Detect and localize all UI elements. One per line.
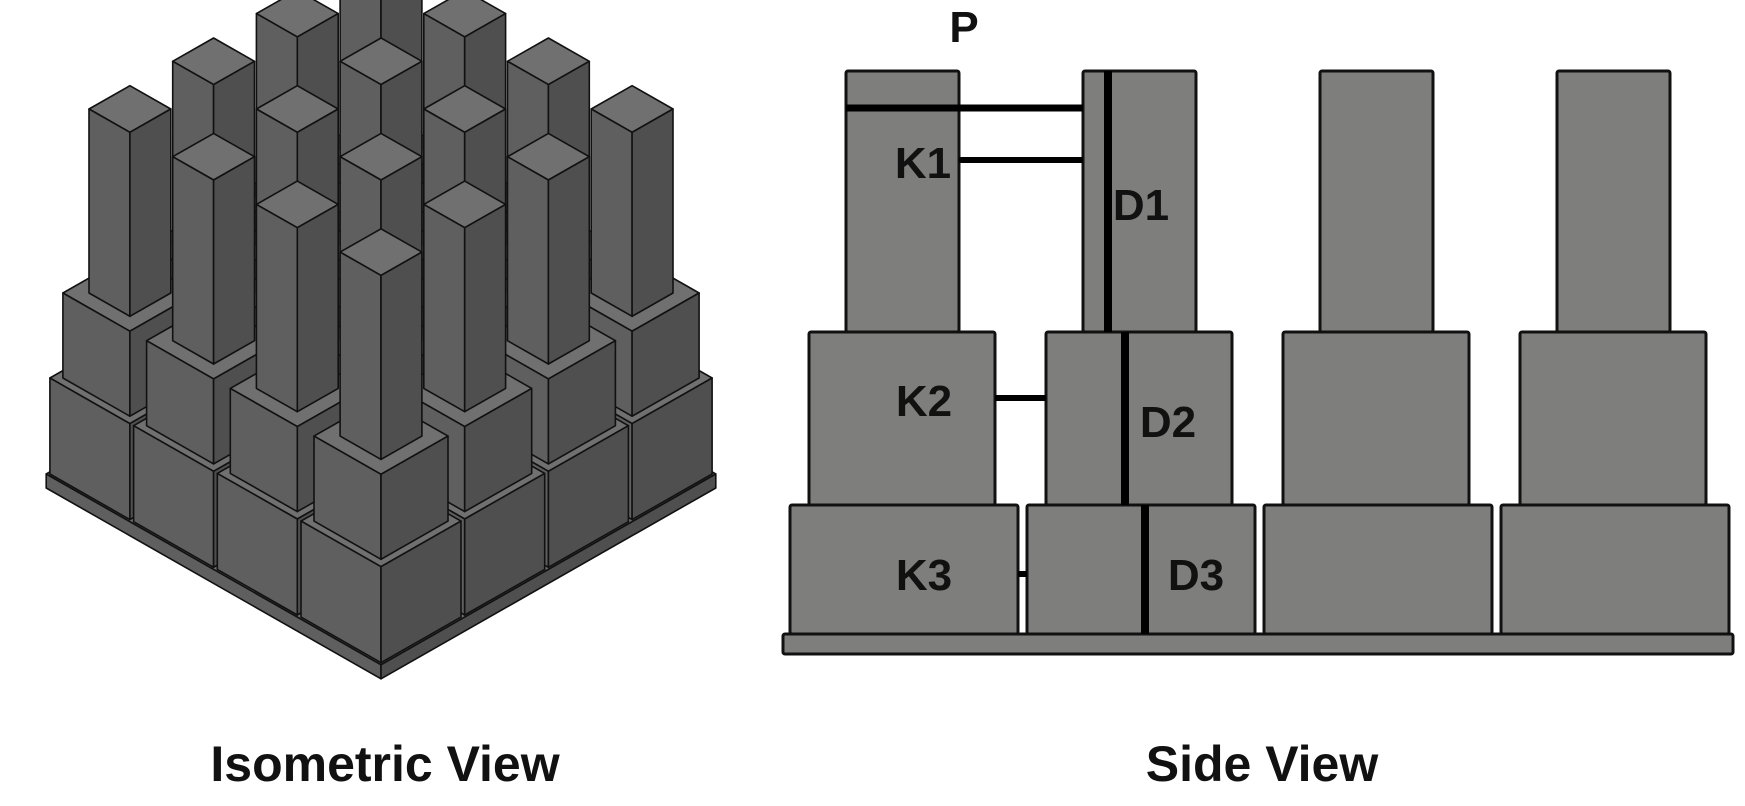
label-d3: D3 — [1168, 551, 1224, 600]
iso-tower-4-1-top-column-left — [590, 108, 633, 318]
tower-4-middle-tier — [1518, 330, 1708, 507]
iso-tower-4-3-middle-tier-right — [463, 387, 533, 513]
label-d1: D1 — [1113, 181, 1169, 230]
iso-tower-4-4-middle-tier-right — [380, 435, 449, 561]
iso-tower-3-4-top-column-left — [255, 203, 299, 413]
base-plate — [781, 632, 1735, 656]
iso-tower-4-4-top-column-left — [339, 251, 382, 461]
iso-tower-4-3-top-column-right — [463, 203, 507, 413]
iso-tower-4-1-middle-tier-right — [631, 292, 700, 418]
isometric-view — [45, 0, 717, 680]
iso-tower-4-3-top-column-left — [422, 203, 466, 413]
iso-tower-4-4-bottom-tier-right — [380, 520, 462, 664]
caption-isometric: Isometric View — [210, 736, 559, 792]
iso-tower-1-4-top-column-right — [129, 108, 172, 318]
iso-tower-1-4-top-column-left — [88, 108, 131, 318]
iso-tower-4-4-top-column-right — [380, 251, 423, 461]
label-p: P — [949, 3, 978, 52]
label-d2: D2 — [1140, 398, 1196, 447]
tower-3-middle-tier — [1281, 330, 1471, 507]
tower-3-top-column — [1318, 69, 1435, 334]
iso-tower-4-2-bottom-tier-right — [547, 424, 630, 569]
iso-tower-3-4-top-column-right — [296, 203, 340, 413]
label-k2: K2 — [896, 377, 952, 426]
iso-tower-2-4-top-column-left — [171, 155, 215, 365]
caption-side: Side View — [1146, 736, 1379, 792]
iso-tower-4-1-bottom-tier-right — [631, 377, 713, 521]
iso-tower-4-2-top-column-left — [506, 155, 550, 365]
iso-tower-2-4-top-column-right — [212, 155, 256, 365]
tower-4-top-column — [1555, 69, 1672, 334]
side-view — [781, 69, 1735, 656]
iso-tower-4-3-bottom-tier-right — [463, 472, 546, 616]
iso-base-plate-right — [380, 473, 717, 680]
iso-tower-4-2-middle-tier-right — [547, 339, 617, 465]
tower-4-bottom-tier — [1499, 503, 1731, 636]
tower-1-top-column — [844, 69, 961, 334]
iso-tower-4-1-top-column-right — [631, 108, 674, 318]
tower-3-bottom-tier — [1262, 503, 1494, 636]
label-k3: K3 — [896, 551, 952, 600]
iso-tower-4-2-top-column-right — [547, 155, 591, 365]
label-k1: K1 — [895, 139, 951, 188]
